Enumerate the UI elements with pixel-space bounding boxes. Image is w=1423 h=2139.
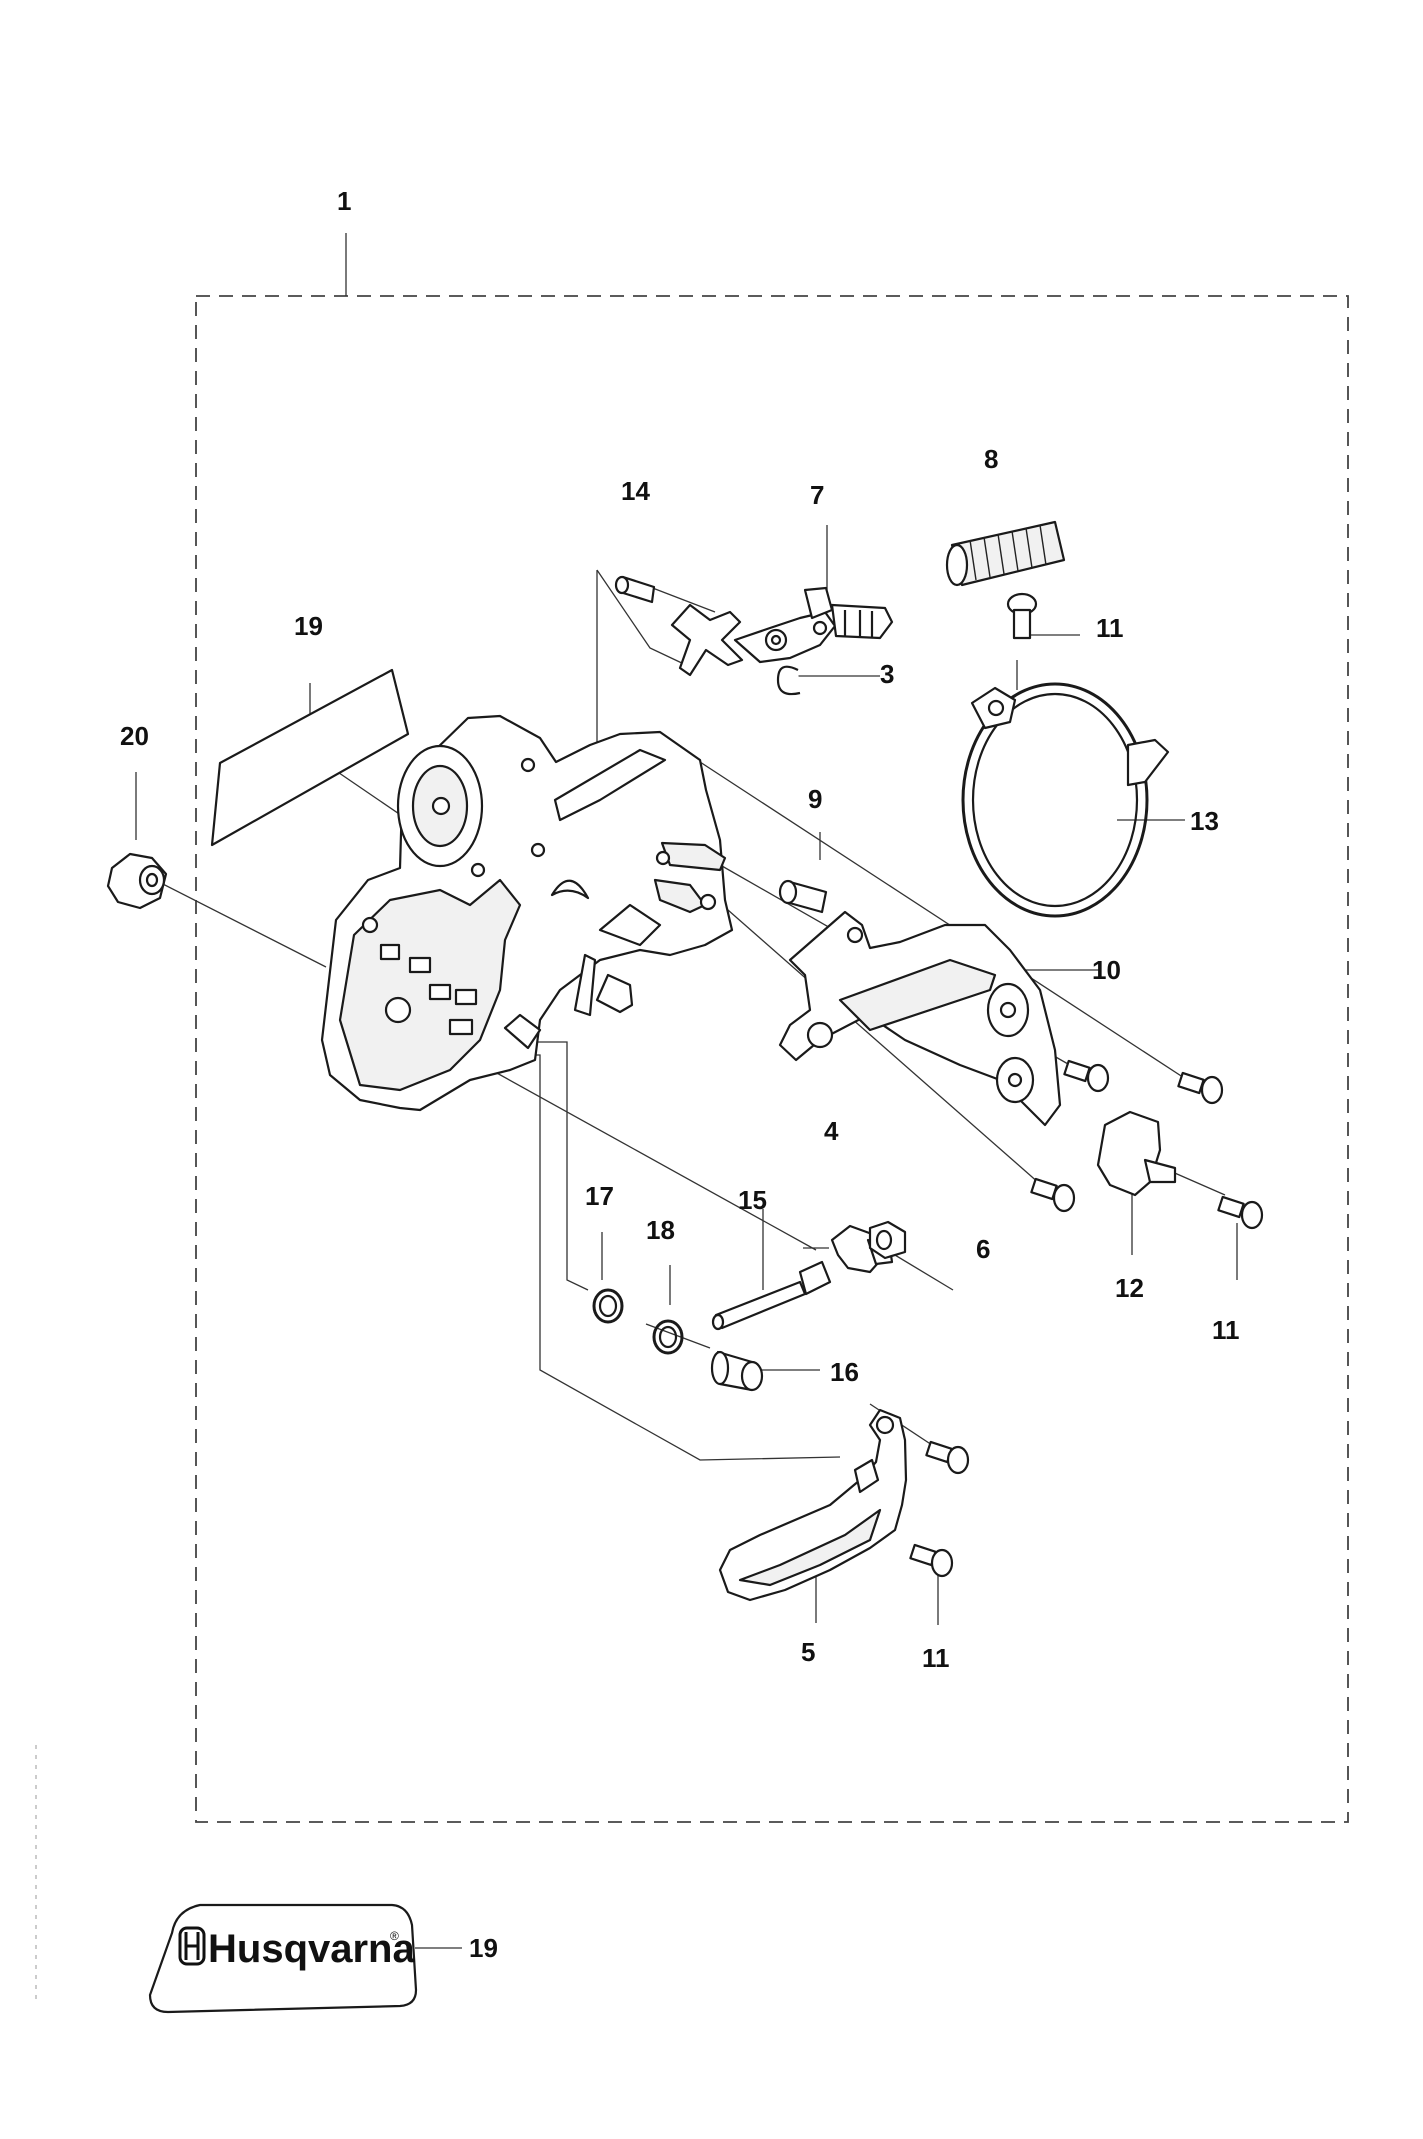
screw-11-catcher <box>1217 1195 1264 1230</box>
bushing-9 <box>778 879 828 914</box>
callout-15: 15 <box>738 1185 767 1215</box>
callout-10: 10 <box>1092 955 1121 985</box>
screw-11-guard-a <box>925 1440 970 1475</box>
callout-13: 13 <box>1190 806 1219 836</box>
nut-20 <box>106 852 168 910</box>
chain-catcher-12 <box>1096 1110 1177 1197</box>
nut-6 <box>868 1220 907 1260</box>
callout-18: 18 <box>646 1215 675 1245</box>
sticker-19 <box>210 668 410 847</box>
callout-12: 12 <box>1115 1273 1144 1303</box>
e-clip-3 <box>776 665 801 696</box>
husqvarna-logo-icon <box>178 1926 206 1966</box>
brake-cover-10 <box>778 910 1062 1127</box>
screw-11-cover-c <box>1030 1177 1076 1213</box>
bushing-16 <box>710 1350 764 1392</box>
callout-19-main: 19 <box>294 611 323 641</box>
screw-11-cover-a <box>1063 1059 1110 1093</box>
pin-14 <box>614 575 656 604</box>
husqvarna-decal: Husqvarna ® <box>148 1903 418 2014</box>
registered-mark: ® <box>390 1929 399 1943</box>
husqvarna-brand-text: Husqvarna <box>208 1927 415 1971</box>
callout-3: 3 <box>880 659 894 689</box>
callout-20: 20 <box>120 721 149 751</box>
callout-11-bottom: 11 <box>922 1643 950 1673</box>
callout-19-logo: 19 <box>469 1933 498 1963</box>
brake-band-13 <box>961 682 1170 918</box>
callout-5: 5 <box>801 1637 815 1667</box>
callout-14: 14 <box>621 476 650 506</box>
callout-7: 7 <box>810 480 824 510</box>
callout-4: 4 <box>824 1116 839 1146</box>
guard-5 <box>718 1408 908 1602</box>
callout-6: 6 <box>976 1234 990 1264</box>
screw-11-top <box>1006 592 1038 640</box>
assembly-frame <box>195 295 1349 1823</box>
main-housing <box>320 714 734 1112</box>
chain-tensioner-7 <box>670 586 894 677</box>
screw-11-guard-b <box>909 1543 954 1578</box>
callout-11-top: 11 <box>1096 613 1124 643</box>
callout-9: 9 <box>808 784 822 814</box>
washer-18 <box>652 1319 684 1355</box>
callout-16: 16 <box>830 1357 859 1387</box>
spring-8 <box>945 520 1066 587</box>
callout-17: 17 <box>585 1181 614 1211</box>
adjusting-screw-15 <box>711 1260 832 1331</box>
washer-17 <box>592 1288 624 1324</box>
screw-11-cover-b <box>1177 1071 1224 1105</box>
callout-11-right: 11 <box>1212 1315 1240 1345</box>
callout-1: 1 <box>337 186 351 216</box>
callout-8: 8 <box>984 444 998 474</box>
